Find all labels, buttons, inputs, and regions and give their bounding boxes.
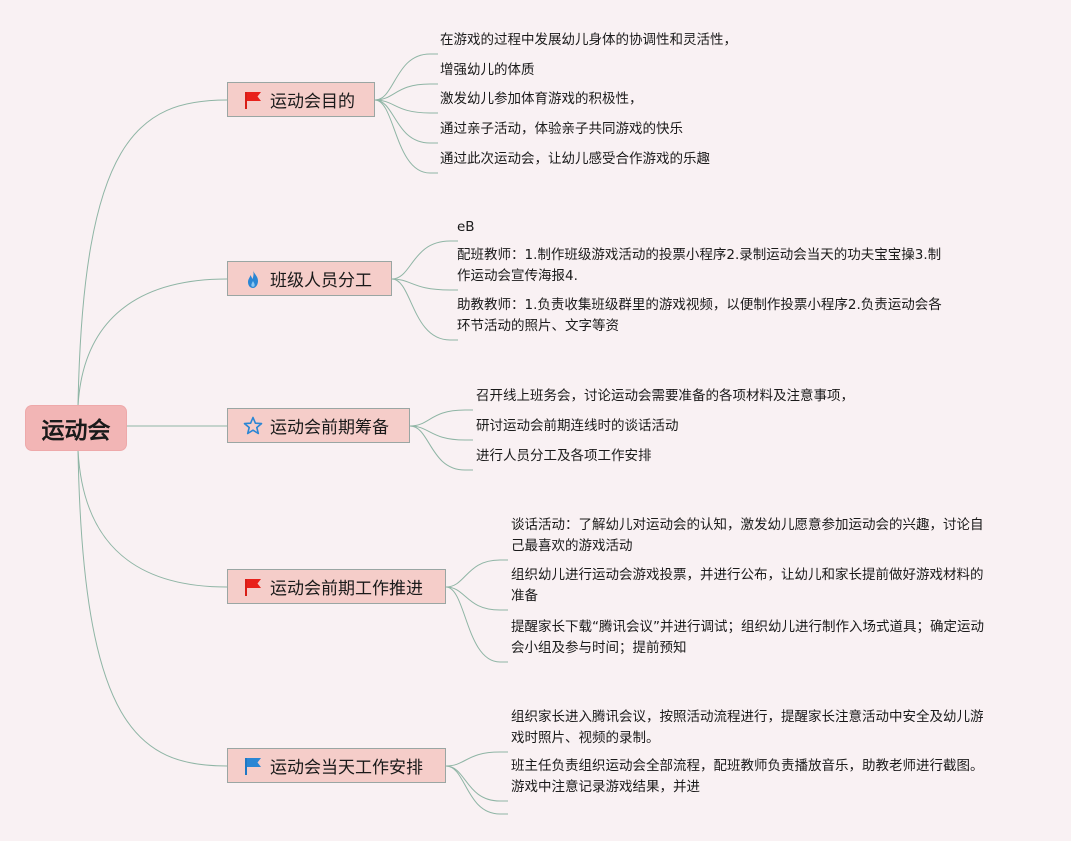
leaf-text-line: 助教教师：1.负责收集班级群里的游戏视频，以便制作投票小程序2.负责运动会各 (457, 297, 942, 313)
leaf-connector-0-3 (374, 99, 438, 144)
leaf-connector-2-1 (409, 425, 473, 441)
leaf-item[interactable]: eB (457, 217, 475, 238)
branch-staff-division[interactable]: 班级人员分工 (227, 261, 392, 296)
leaf-text-line: 进行人员分工及各项工作安排 (476, 448, 652, 464)
blue-flag-icon (242, 755, 264, 777)
branch-label: 班级人员分工 (270, 271, 372, 291)
leaf-text-line: 组织幼儿进行运动会游戏投票，并进行公布，让幼儿和家长提前做好游戏材料的 (511, 567, 984, 583)
leaf-text-line: 配班教师：1.制作班级游戏活动的投票小程序2.录制运动会当天的功夫宝宝操3.制 (457, 247, 942, 263)
branch-preparation[interactable]: 运动会前期筹备 (227, 408, 410, 443)
leaf-item[interactable]: 在游戏的过程中发展幼儿身体的协调性和灵活性， (440, 30, 737, 51)
root-node[interactable]: 运动会 (26, 406, 126, 450)
leaf-connector-3-0 (445, 559, 508, 588)
leaf-connector-0-1 (374, 83, 438, 101)
root-connector-0 (77, 99, 228, 407)
branch-label: 运动会前期工作推进 (270, 579, 423, 599)
leaf-item[interactable]: 研讨运动会前期连线时的谈话活动 (476, 416, 679, 437)
leaf-item[interactable]: 提醒家长下载“腾讯会议”并进行调试；组织幼儿进行制作入场式道具；确定运动会小组及… (511, 617, 984, 659)
leaf-item[interactable]: 激发幼儿参加体育游戏的积极性， (440, 89, 643, 110)
leaf-item[interactable]: 配班教师：1.制作班级游戏活动的投票小程序2.录制运动会当天的功夫宝宝操3.制作… (457, 245, 941, 287)
leaf-text-line: 环节活动的照片、文字等资 (457, 318, 619, 334)
leaf-item[interactable]: 班主任负责组织运动会全部流程，配班教师负责播放音乐，助教老师进行截图。游戏中注意… (511, 756, 984, 798)
leaf-connector-3-1 (445, 586, 508, 611)
leaf-text-line: eB (457, 219, 475, 235)
leaf-item[interactable]: 通过亲子活动，体验亲子共同游戏的快乐 (440, 119, 683, 140)
leaf-item[interactable]: 组织家长进入腾讯会议，按照活动流程进行，提醒家长注意活动中安全及幼儿游戏时照片、… (511, 707, 984, 749)
branch-early-work[interactable]: 运动会前期工作推进 (227, 569, 446, 604)
red-flag-icon (242, 89, 264, 111)
leaf-connector-2-0 (409, 409, 473, 427)
leaf-connector-4-1 (445, 765, 508, 802)
leaf-connector-1-0 (391, 240, 458, 280)
root-label: 运动会 (41, 418, 111, 444)
root-connector-3 (77, 449, 228, 588)
leaf-text-line: 提醒家长下载“腾讯会议”并进行调试；组织幼儿进行制作入场式道具；确定运动 (511, 619, 984, 635)
leaf-text-line: 增强幼儿的体质 (440, 62, 535, 78)
branch-label: 运动会目的 (270, 92, 355, 112)
leaf-text-line: 准备 (511, 588, 538, 604)
leaf-text-line: 谈话活动：了解幼儿对运动会的认知，激发幼儿愿意参加运动会的兴趣，讨论自 (511, 517, 984, 533)
leaf-item[interactable]: 通过此次运动会，让幼儿感受合作游戏的乐趣 (440, 149, 710, 170)
leaf-text-line: 在游戏的过程中发展幼儿身体的协调性和灵活性， (440, 32, 737, 48)
blue-flame-icon (242, 268, 264, 290)
branch-purpose[interactable]: 运动会目的 (227, 82, 375, 117)
leaf-text-line: 作运动会宣传海报4. (457, 268, 578, 284)
leaf-connector-1-2 (391, 278, 458, 341)
leaf-item[interactable]: 组织幼儿进行运动会游戏投票，并进行公布，让幼儿和家长提前做好游戏材料的准备 (511, 565, 984, 607)
leaf-text-line: 游戏中注意记录游戏结果，并进 (511, 779, 700, 795)
leaf-connector-0-2 (374, 99, 438, 114)
root-connector-4 (77, 449, 228, 767)
leaf-text-line: 通过此次运动会，让幼儿感受合作游戏的乐趣 (440, 151, 710, 167)
leaf-item[interactable]: 助教教师：1.负责收集班级群里的游戏视频，以便制作投票小程序2.负责运动会各环节… (457, 295, 942, 337)
leaf-text-line: 班主任负责组织运动会全部流程，配班教师负责播放音乐，助教老师进行截图。 (511, 758, 984, 774)
branch-event-day[interactable]: 运动会当天工作安排 (227, 748, 446, 783)
red-flag-icon (242, 576, 264, 598)
blue-star-icon (242, 415, 264, 437)
leaf-text-line: 戏时照片、视频的录制。 (511, 730, 660, 746)
leaf-connector-1-1 (391, 278, 458, 291)
leaf-connector-4-2 (445, 765, 508, 815)
leaf-text-line: 激发幼儿参加体育游戏的积极性， (440, 91, 643, 107)
leaf-text-line: 研讨运动会前期连线时的谈话活动 (476, 418, 679, 434)
leaf-text-line: 召开线上班务会，讨论运动会需要准备的各项材料及注意事项， (476, 388, 854, 404)
leaf-item[interactable]: 召开线上班务会，讨论运动会需要准备的各项材料及注意事项， (476, 386, 854, 407)
leaf-item[interactable]: 增强幼儿的体质 (440, 60, 535, 81)
leaf-connector-2-2 (409, 425, 473, 471)
leaf-text-line: 会小组及参与时间；提前预知 (511, 640, 687, 656)
leaf-item[interactable]: 谈话活动：了解幼儿对运动会的认知，激发幼儿愿意参加运动会的兴趣，讨论自己最喜欢的… (511, 515, 984, 557)
leaf-connector-4-0 (445, 751, 508, 767)
leaf-text-line: 通过亲子活动，体验亲子共同游戏的快乐 (440, 121, 683, 137)
leaf-text-line: 己最喜欢的游戏活动 (511, 538, 633, 554)
root-connector-1 (77, 278, 228, 407)
leaf-text-line: 组织家长进入腾讯会议，按照活动流程进行，提醒家长注意活动中安全及幼儿游 (511, 709, 984, 725)
leaf-connector-0-4 (374, 99, 438, 174)
leaf-connector-3-2 (445, 586, 508, 663)
branch-label: 运动会当天工作安排 (270, 758, 423, 778)
branch-label: 运动会前期筹备 (270, 418, 389, 438)
leaf-item[interactable]: 进行人员分工及各项工作安排 (476, 446, 652, 467)
leaf-connector-0-0 (374, 53, 438, 101)
